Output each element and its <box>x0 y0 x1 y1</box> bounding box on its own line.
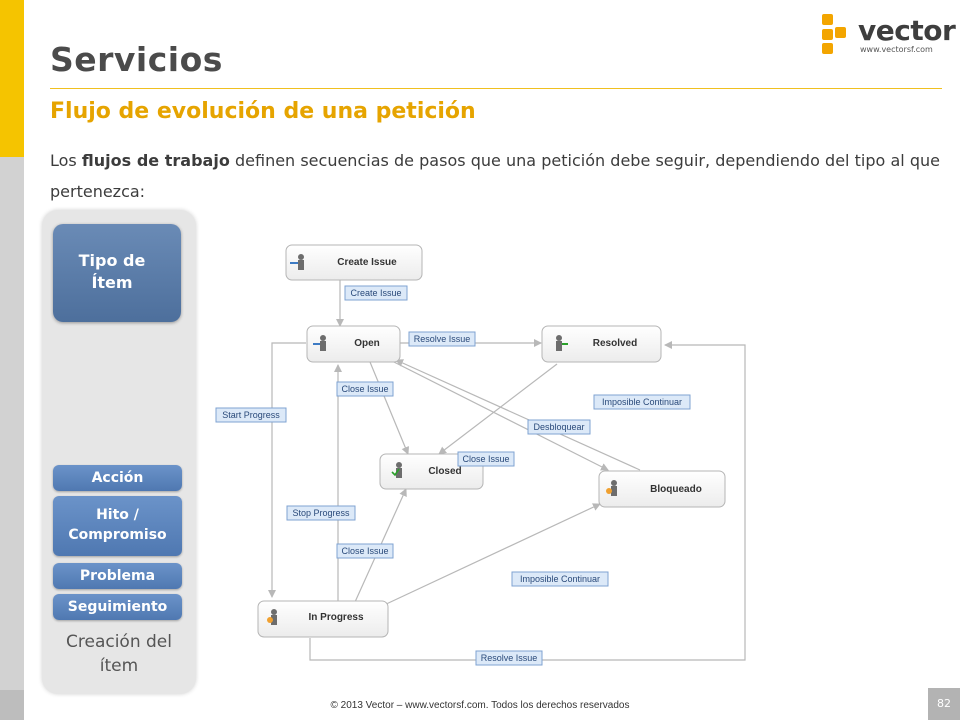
accent-bar-yellow <box>0 0 24 157</box>
svg-text:Create Issue: Create Issue <box>337 257 397 268</box>
logo-wordmark: vector <box>858 14 956 47</box>
svg-text:Resolve Issue: Resolve Issue <box>414 334 471 344</box>
svg-text:Resolved: Resolved <box>593 338 637 349</box>
seguimiento-button[interactable]: Seguimiento <box>53 594 182 620</box>
svg-text:Desbloquear: Desbloquear <box>533 422 584 432</box>
user-icon <box>606 480 617 496</box>
svg-text:Resolve Issue: Resolve Issue <box>481 653 538 663</box>
user-icon <box>556 335 568 351</box>
tipo-item-label: Tipo de Ítem <box>78 251 146 292</box>
page-number: 82 <box>928 688 960 720</box>
transition-label-close-issue-resolved: Close Issue <box>457 451 515 467</box>
intro-paragraph: Los flujos de trabajo definen secuencias… <box>50 151 941 201</box>
svg-text:Close Issue: Close Issue <box>341 384 388 394</box>
state-resolved: Resolved <box>541 325 662 363</box>
edge-resolved-closed <box>438 363 558 455</box>
transition-label-create-issue: Create Issue <box>344 285 408 301</box>
state-closed: Closed <box>379 453 484 490</box>
user-icon <box>267 609 277 625</box>
state-in-progress: In Progress <box>257 600 389 638</box>
edge-open-bloqueado <box>389 359 609 471</box>
section-subtitle: Flujo de evolución de una petición <box>50 99 476 124</box>
workflow-diagram: Create Issue Open Resolved Closed Bloque… <box>215 244 746 666</box>
accion-button[interactable]: Acción <box>53 465 182 491</box>
intro-bold: flujos de trabajo <box>81 151 230 170</box>
transition-label-resolve-issue-progress: Resolve Issue <box>475 650 543 666</box>
edge-inprogress-bloqueado <box>381 503 601 607</box>
logo-squares-icon <box>820 14 854 54</box>
tipo-item-box[interactable]: Tipo de Ítem <box>53 224 181 322</box>
user-icon <box>391 462 402 478</box>
svg-text:Close Issue: Close Issue <box>462 454 509 464</box>
edge-open-closed <box>369 361 410 455</box>
problema-button[interactable]: Problema <box>53 563 182 589</box>
svg-text:Closed: Closed <box>428 466 461 477</box>
user-icon <box>313 335 326 351</box>
transition-label-close-issue-progress: Close Issue <box>336 543 394 559</box>
user-icon <box>290 254 304 270</box>
edge-inprogress-resolved <box>309 341 746 661</box>
transition-label-start-progress: Start Progress <box>215 407 287 423</box>
transition-label-imposible-continuar-open: Imposible Continuar <box>593 394 691 410</box>
accent-bar-gray <box>0 157 24 690</box>
edge-open-inprogress <box>268 342 306 598</box>
accent-bar-gray-bottom <box>0 690 24 720</box>
svg-text:Stop Progress: Stop Progress <box>292 508 350 518</box>
state-create-issue: Create Issue <box>285 244 423 281</box>
state-bloqueado: Bloqueado <box>598 470 726 508</box>
svg-text:Close Issue: Close Issue <box>341 546 388 556</box>
vector-logo: vector www.vectorsf.com <box>820 14 956 56</box>
transition-label-stop-progress: Stop Progress <box>286 505 356 521</box>
page-title: Servicios <box>50 40 223 79</box>
creacion-item-label: Creación del ítem <box>66 632 172 676</box>
transition-label-imposible-continuar-progress: Imposible Continuar <box>511 571 609 587</box>
svg-text:Open: Open <box>354 338 380 349</box>
edge-bloqueado-open <box>395 359 641 471</box>
svg-text:Bloqueado: Bloqueado <box>650 484 702 495</box>
logo-url: www.vectorsf.com <box>860 45 933 54</box>
transition-label-close-issue-open: Close Issue <box>336 381 394 397</box>
title-divider <box>50 88 942 89</box>
footer-copyright: © 2013 Vector – www.vectorsf.com. Todos … <box>330 700 630 711</box>
svg-text:In Progress: In Progress <box>308 612 363 623</box>
svg-text:Imposible Continuar: Imposible Continuar <box>520 574 600 584</box>
transition-label-resolve-issue-open: Resolve Issue <box>408 331 476 347</box>
svg-text:Create Issue: Create Issue <box>350 288 401 298</box>
svg-text:Start Progress: Start Progress <box>222 410 280 420</box>
transition-label-desbloquear: Desbloquear <box>527 419 591 435</box>
svg-text:Imposible Continuar: Imposible Continuar <box>602 397 682 407</box>
state-open: Open <box>306 325 401 363</box>
hito-compromiso-button[interactable]: Hito / Compromiso <box>53 496 182 556</box>
